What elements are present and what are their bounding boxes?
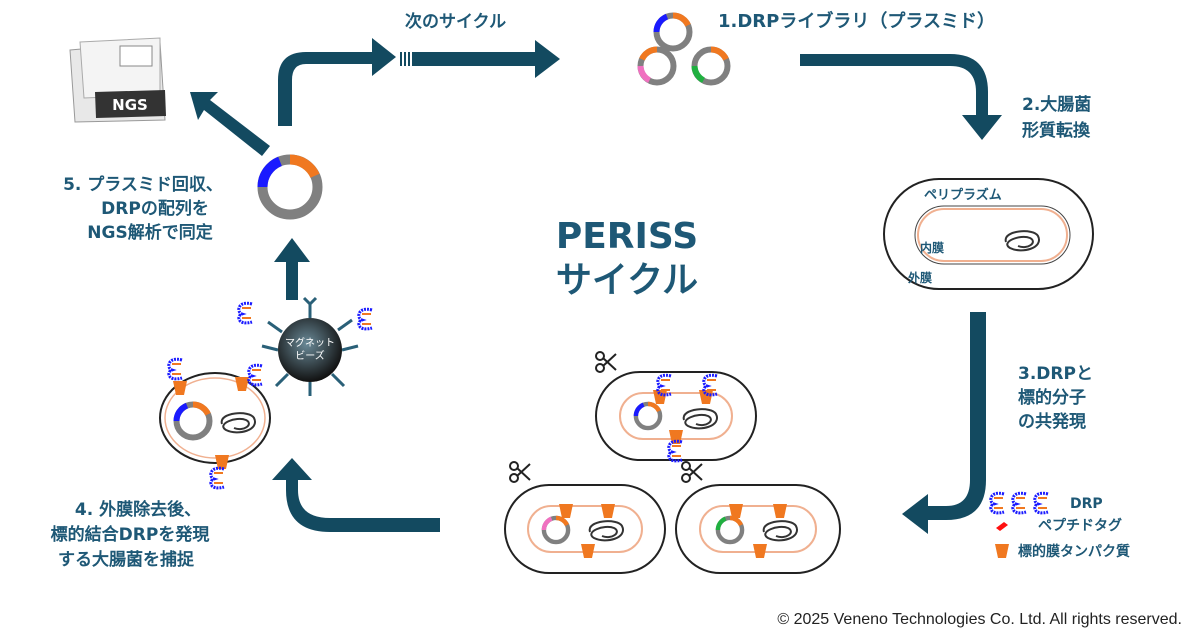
arrow-step3 bbox=[902, 312, 986, 534]
outer-membrane-label: 外膜 bbox=[908, 270, 932, 285]
arrow-step5 bbox=[274, 238, 310, 300]
title-cycle: サイクル bbox=[556, 260, 698, 301]
step3-label-line2: 標的分子 bbox=[1018, 387, 1086, 408]
arrow-to-ngs bbox=[190, 92, 270, 156]
cell-bottom-left bbox=[504, 461, 666, 574]
step4-label-line3: する大腸菌を捕捉 bbox=[58, 549, 195, 570]
copyright: © 2025 Veneno Technologies Co. Ltd. All … bbox=[777, 611, 1182, 628]
step3-label-line3: の共発現 bbox=[1018, 411, 1086, 432]
bead-label-line1: マグネット bbox=[285, 336, 335, 349]
plasmid-library bbox=[637, 16, 731, 86]
ngs-label: NGS bbox=[112, 96, 148, 114]
step3-label-line1: 3.DRPと bbox=[1018, 364, 1093, 384]
legend-target-membrane-protein: 標的膜タンパク質 bbox=[1018, 543, 1130, 560]
legend-drp: DRP bbox=[1070, 496, 1103, 512]
step4-label-line1: 4. 外膜除去後、 bbox=[75, 499, 201, 520]
inner-membrane-label: 内膜 bbox=[920, 240, 944, 255]
step5-label-line3: NGS解析で同定 bbox=[87, 222, 212, 243]
bead-label-line2: ビーズ bbox=[295, 349, 325, 362]
periplasm-label: ペリプラズム bbox=[924, 187, 1002, 203]
magnetic-bead: マグネット ビーズ bbox=[237, 296, 374, 396]
step5-label-line2: DRPの配列を bbox=[101, 198, 209, 219]
title-periss: PERISS bbox=[556, 216, 698, 257]
arrow-step2 bbox=[800, 54, 1002, 140]
cell-top bbox=[595, 351, 757, 463]
arrow-step4 bbox=[272, 458, 440, 532]
step2-label-line1: 2.大腸菌 bbox=[1022, 94, 1091, 115]
next-cycle-label: 次のサイクル bbox=[405, 11, 506, 32]
legend-peptide-tag: ペプチドタグ bbox=[1038, 517, 1122, 534]
coexpression-cells bbox=[504, 351, 841, 574]
ecoli-cell bbox=[883, 178, 1094, 290]
cell-bottom-right bbox=[675, 461, 841, 574]
legend: DRP ペプチドタグ 標的膜タンパク質 bbox=[989, 491, 1130, 560]
captured-cell bbox=[159, 357, 271, 490]
arrow-next-cycle-striped bbox=[400, 40, 560, 78]
step1-label: 1.DRPライブラリ（プラスミド） bbox=[718, 10, 995, 32]
recovered-plasmid-icon bbox=[263, 160, 318, 215]
step2-label-line2: 形質転換 bbox=[1022, 120, 1091, 141]
arrow-to-next-cycle bbox=[278, 38, 396, 126]
step4-label-line2: 標的結合DRPを発現 bbox=[51, 524, 210, 545]
cycle-arrows bbox=[190, 38, 1002, 534]
ngs-machine-icon: NGS bbox=[69, 37, 166, 123]
step5-label-line1: 5. プラスミド回収、 bbox=[63, 174, 223, 195]
